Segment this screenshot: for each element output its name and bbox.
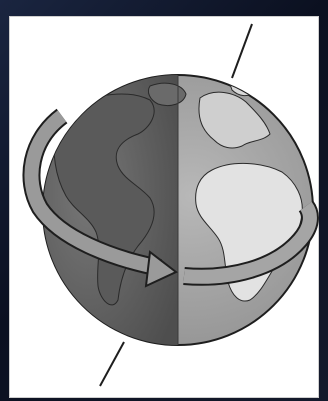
rotation-axis-top — [232, 24, 252, 78]
globe — [30, 60, 313, 360]
rotation-axis-bottom — [100, 342, 124, 386]
